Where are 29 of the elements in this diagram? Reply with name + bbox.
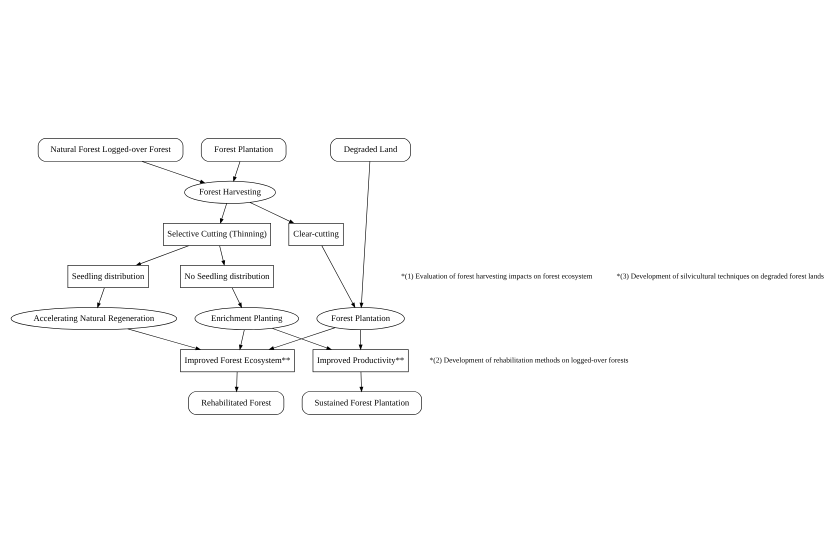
arrow [250, 202, 295, 224]
arrow [234, 372, 239, 392]
arrow [220, 203, 227, 224]
arrow [358, 330, 363, 350]
node-box: Improved Productivity** [312, 349, 409, 372]
arrow [135, 245, 189, 266]
arrow [219, 245, 226, 266]
arrow [359, 372, 364, 392]
node-box: Sustained Forest Plantation [302, 391, 422, 415]
node-box: Improved Forest Ecosystem** [180, 349, 295, 372]
arrow [127, 328, 202, 350]
node-ellipse: Forest Plantation [316, 307, 405, 330]
arrow [142, 161, 206, 184]
arrow [232, 288, 242, 308]
node-box: Rehabilitated Forest [188, 391, 284, 415]
node-box: No Seedling distribution [180, 265, 274, 288]
node-ellipse: Enrichment Planting [194, 307, 299, 330]
node-box: Forest Plantation [200, 138, 286, 162]
node-box: Selective Cutting (Thinning) [163, 222, 271, 246]
arrow [233, 161, 240, 182]
arrow [360, 161, 370, 308]
node-box: Clear-cutting [288, 222, 344, 246]
arrow [97, 288, 105, 308]
node-ellipse: Accelerating Natural Regeneration [10, 307, 177, 330]
node-box: Degraded Land [330, 138, 411, 162]
node-box: Seedling distribution [68, 265, 149, 288]
arrow [322, 245, 356, 308]
node-box: Natural Forest Logged-over Forest [38, 138, 184, 162]
arrow [239, 329, 245, 350]
